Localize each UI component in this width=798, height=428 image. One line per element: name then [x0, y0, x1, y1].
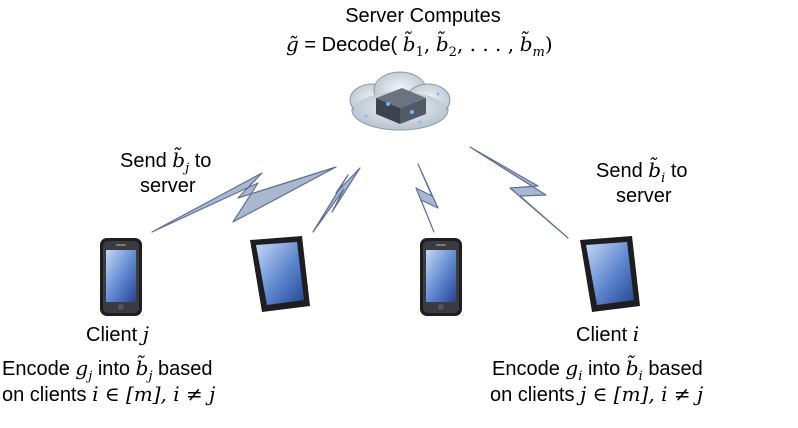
formula-sep: , — [423, 32, 431, 56]
client-i-g: g — [565, 356, 579, 380]
client-i-on: on clients — [490, 384, 575, 406]
client-j-phone-icon — [100, 238, 142, 316]
send-left-sub: j — [185, 161, 190, 176]
client-j-b-sub: j — [148, 369, 153, 384]
send-right-sub: i — [661, 171, 666, 186]
tablet-icon-left — [250, 236, 310, 312]
client-j-encode-pre: Encode — [2, 358, 70, 380]
formula-close: ) — [544, 32, 553, 56]
send-right-line1: Send b̃i to — [596, 158, 688, 191]
formula-bm: b̃ — [519, 32, 533, 56]
send-left-line2: server — [140, 175, 196, 197]
send-left-b: b̃ — [172, 148, 186, 172]
server-formula: g̃ = Decode( b̃1, b̃2, . . . , b̃m) — [286, 32, 553, 65]
formula-g: g̃ — [286, 32, 299, 56]
client-i-g-sub: i — [578, 369, 583, 384]
formula-bm-sub: m — [532, 45, 545, 60]
client-j-on: on clients — [2, 384, 87, 406]
formula-b1: b̃ — [402, 32, 416, 56]
client-i-label: Client i — [576, 322, 639, 347]
formula-eq: = — [304, 34, 317, 56]
client-j-text: Client — [86, 324, 138, 346]
client-j-based: based — [158, 358, 213, 380]
send-right-line2: server — [616, 185, 672, 207]
client-i-encode: Encode gi into b̃i based — [492, 356, 703, 389]
client-i-cond: j ∈ [m], i ≠ j — [580, 382, 704, 406]
formula-b2: b̃ — [435, 32, 449, 56]
formula-dots: , . . . , — [456, 32, 515, 56]
formula-b1-sub: 1 — [415, 45, 424, 60]
client-j-g-sub: j — [88, 369, 93, 384]
client-i-var: i — [632, 322, 640, 346]
bolt-left-long — [151, 166, 337, 233]
client-i-text: Client — [576, 324, 628, 346]
client-j-into: into — [97, 358, 131, 380]
send-left-post: to — [194, 150, 212, 172]
client-i-based: based — [648, 358, 703, 380]
client-j-label: Client j — [86, 322, 149, 347]
phone-icon-middle — [420, 238, 462, 316]
client-j-g: g — [75, 356, 89, 380]
server-title: Server Computes — [345, 5, 501, 27]
client-j-b: b̃ — [135, 356, 149, 380]
client-j-cond: i ∈ [m], i ≠ j — [92, 382, 216, 406]
send-right-pre: Send — [596, 160, 643, 182]
bolt-right-short — [415, 163, 439, 233]
client-j-encode: Encode gj into b̃j based — [2, 356, 213, 389]
client-i-b-sub: i — [638, 369, 643, 384]
bolt-left-short — [312, 167, 361, 233]
client-j-condition: on clients i ∈ [m], i ≠ j — [2, 382, 215, 407]
client-i-b: b̃ — [625, 356, 639, 380]
bolt-right-long — [469, 146, 569, 239]
formula-decode: Decode( — [321, 34, 398, 56]
send-right-post: to — [670, 160, 688, 182]
client-j-var: j — [142, 322, 149, 346]
cloud-server-icon — [349, 71, 451, 131]
send-left-pre: Send — [120, 150, 167, 172]
send-right-b: b̃ — [648, 158, 662, 182]
formula-b2-sub: 2 — [448, 45, 457, 60]
send-left-line1: Send b̃j to — [120, 148, 211, 181]
client-i-condition: on clients j ∈ [m], i ≠ j — [490, 382, 703, 407]
client-i-encode-pre: Encode — [492, 358, 560, 380]
client-i-into: into — [587, 358, 621, 380]
client-i-tablet-icon — [580, 236, 640, 312]
